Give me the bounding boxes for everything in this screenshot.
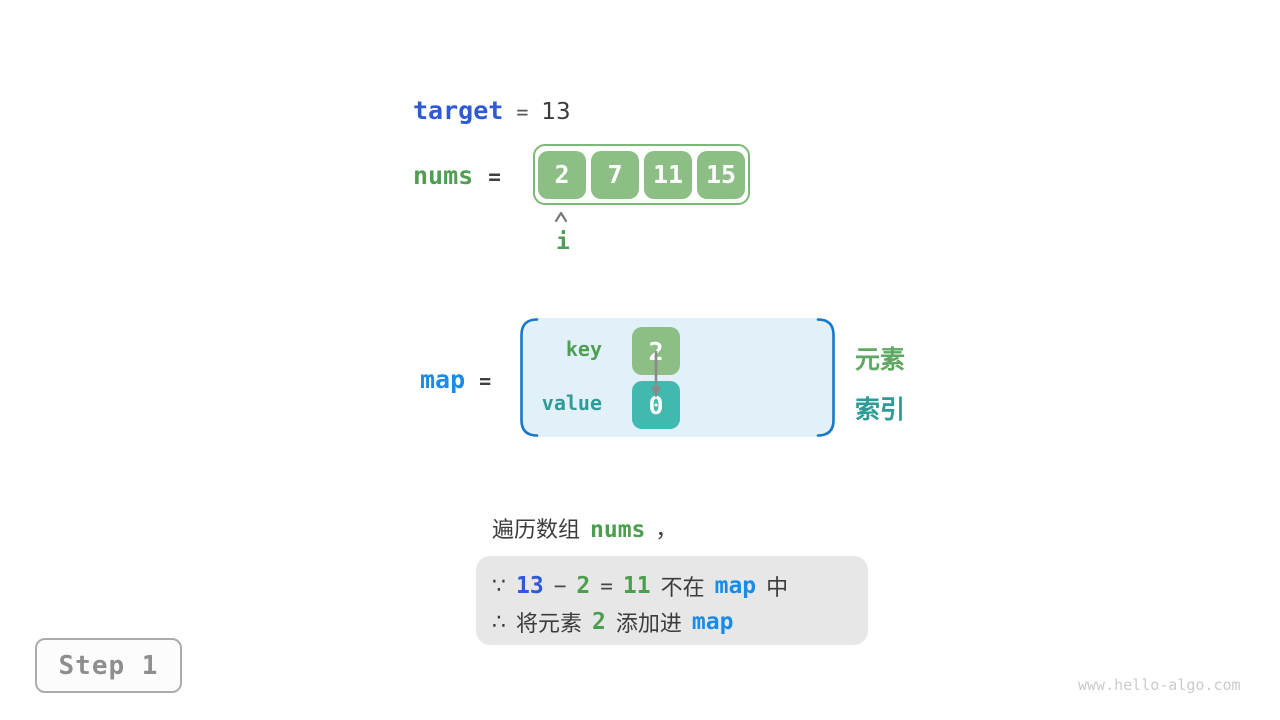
map-container: key value 2 0: [520, 318, 835, 437]
watermark: www.hello-algo.com: [1078, 676, 1241, 694]
element-annotation: 元素: [855, 345, 906, 374]
conclusion-line-1: ∵ 13−2 = 11 不在 map 中: [492, 568, 868, 604]
key-to-value-arrow-icon: [651, 351, 661, 398]
text-token: 遍历数组: [492, 518, 581, 543]
index-pointer-label: i: [556, 229, 570, 255]
step-badge: Step 1: [35, 638, 182, 693]
target-variable-name: target: [413, 96, 504, 125]
array-cell: 11: [644, 150, 692, 199]
index-annotation: 索引: [855, 395, 906, 424]
map-line-label: map =: [420, 365, 491, 394]
nums-variable-name: nums: [413, 161, 474, 190]
conclusion-line-2: ∴ 将元素 2 添加进 map: [492, 604, 868, 640]
nums-array: 2 7 11 15: [533, 144, 750, 205]
map-value-label: value: [541, 391, 602, 415]
target-equals-sign: =: [516, 100, 529, 124]
nums-equals-sign: =: [488, 165, 501, 189]
text-token: nums: [590, 517, 646, 543]
text-token: 不在: [660, 576, 705, 601]
text-token: map: [714, 573, 757, 599]
text-token: 2: [576, 573, 591, 599]
text-token: −: [553, 574, 567, 598]
array-cell: 7: [591, 150, 639, 199]
map-bracket-icon: [520, 318, 835, 437]
index-pointer-caret-icon: [553, 208, 569, 223]
text-token: 13: [516, 573, 544, 599]
text-token: ∴: [492, 609, 506, 635]
array-cell: 15: [697, 150, 745, 199]
target-line: target = 13: [413, 96, 571, 125]
text-token: ∵: [492, 573, 506, 599]
map-variable-name: map: [420, 365, 466, 394]
text-token: 11: [622, 573, 651, 599]
map-equals-sign: =: [479, 369, 492, 393]
text-token: ，: [655, 518, 678, 543]
nums-line-label: nums =: [413, 161, 501, 190]
text-token: 中: [766, 576, 789, 601]
text-token: 将元素: [516, 612, 583, 637]
caption-line: 遍历数组 nums ，: [492, 512, 677, 544]
array-cell: 2: [538, 150, 586, 199]
text-token: map: [691, 609, 734, 635]
text-token: =: [600, 574, 613, 598]
step-badge-label: Step 1: [58, 650, 159, 681]
target-value: 13: [541, 99, 571, 125]
text-token: 添加进: [615, 612, 682, 637]
map-key-label: key: [565, 337, 602, 361]
text-token: 2: [592, 609, 606, 635]
